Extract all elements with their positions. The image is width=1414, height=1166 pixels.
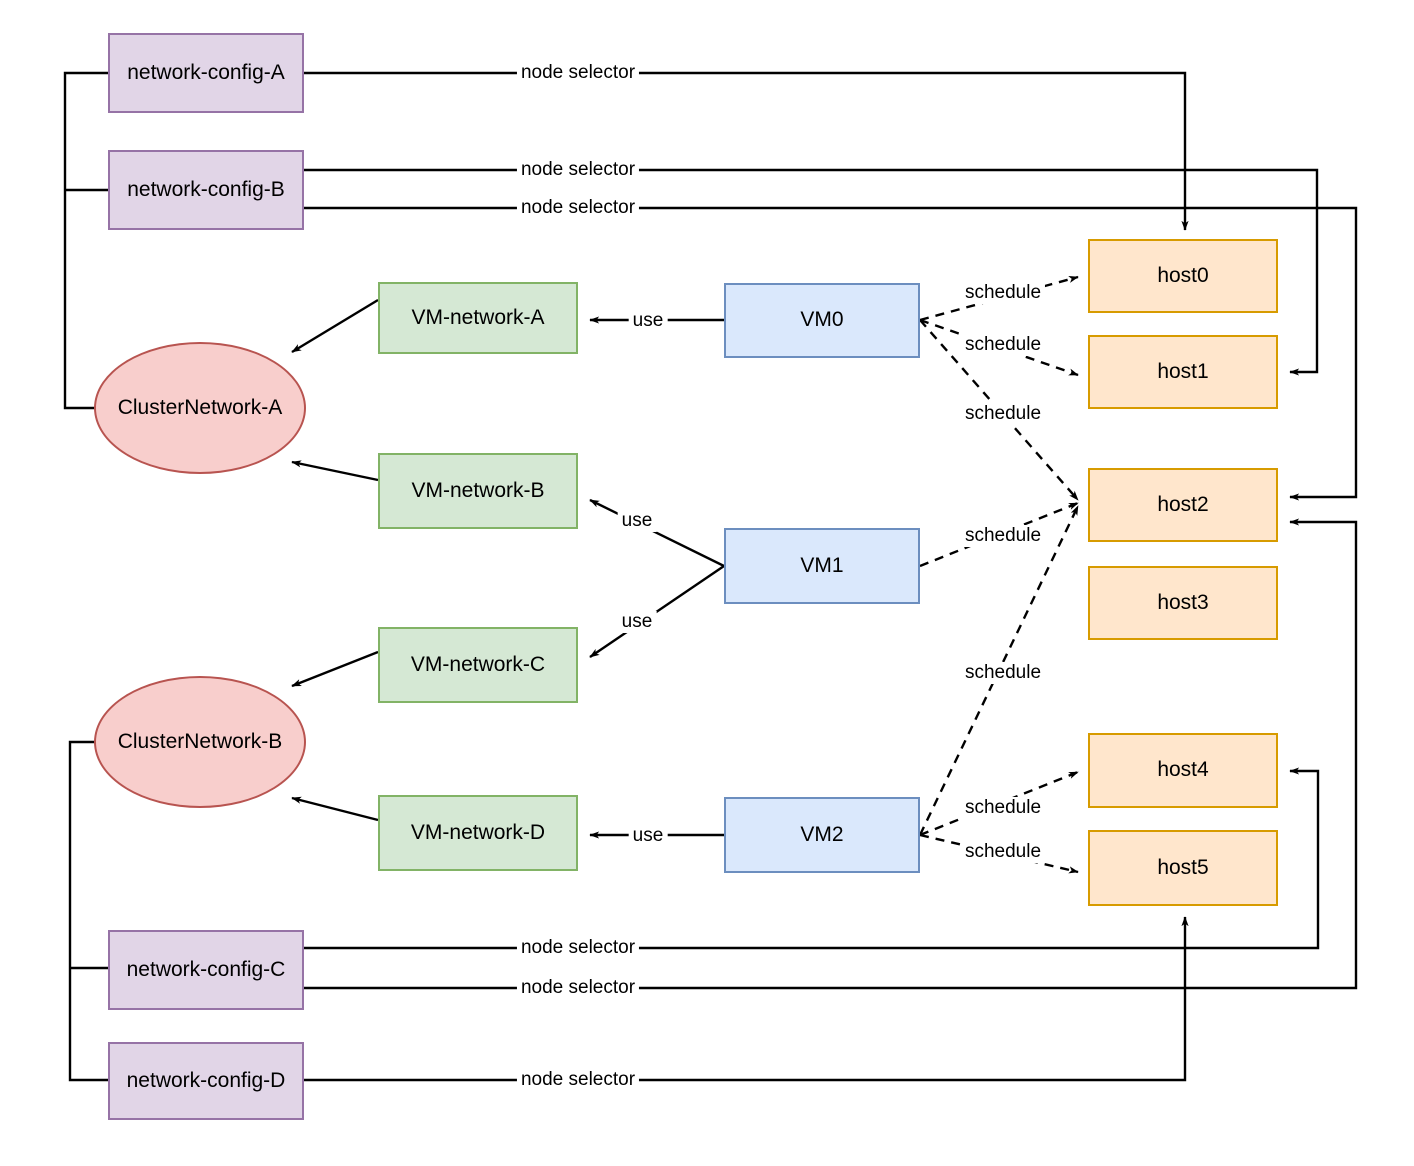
schedule-wires xyxy=(918,275,1080,874)
cluster-network-b-node[interactable]: ClusterNetwork-B xyxy=(94,676,306,808)
host3-node[interactable]: host3 xyxy=(1088,566,1278,640)
vm-network-d-node[interactable]: VM-network-D xyxy=(378,795,578,871)
network-config-a-node[interactable]: network-config-A xyxy=(108,33,304,113)
wire-cfgD-host5 xyxy=(304,916,1189,1082)
host5-label: host5 xyxy=(1157,855,1209,879)
wire-vm1-vmnetB xyxy=(589,498,725,568)
vm-network-a-node[interactable]: VM-network-A xyxy=(378,282,578,354)
edge-label-schedule-vm0-host0: schedule xyxy=(960,282,1046,304)
network-config-a-label: network-config-A xyxy=(127,60,285,84)
wire-vmnetB-clusterA xyxy=(291,460,379,482)
host5-node[interactable]: host5 xyxy=(1088,830,1278,906)
host2-label: host2 xyxy=(1157,492,1209,516)
wire-cfgC-host2 xyxy=(304,518,1358,990)
vm0-node[interactable]: VM0 xyxy=(724,283,920,358)
edge-label-node-selector-cfga-host0: node selector xyxy=(516,62,640,84)
host4-label: host4 xyxy=(1157,758,1209,782)
wire-vmnetC-clusterB xyxy=(291,650,379,688)
wire-cfgB-host1 xyxy=(304,168,1319,376)
vm-network-b-label: VM-network-B xyxy=(411,478,545,502)
edge-label-use-vm0: use xyxy=(628,310,668,332)
edge-label-schedule-vm0-host1: schedule xyxy=(960,334,1046,356)
vm-network-b-node[interactable]: VM-network-B xyxy=(378,453,578,529)
edge-label-node-selector-cfgb-host1: node selector xyxy=(516,159,640,181)
edge-label-node-selector-cfgd-host5: node selector xyxy=(516,1069,640,1091)
cluster-network-a-label: ClusterNetwork-A xyxy=(117,395,283,419)
host0-node[interactable]: host0 xyxy=(1088,239,1278,313)
host1-node[interactable]: host1 xyxy=(1088,335,1278,409)
edge-label-schedule-vm2-host2: schedule xyxy=(960,662,1046,684)
edge-label-use-vm2: use xyxy=(628,825,668,847)
host4-node[interactable]: host4 xyxy=(1088,733,1278,808)
network-config-d-label: network-config-D xyxy=(126,1068,286,1092)
cluster-network-a-node[interactable]: ClusterNetwork-A xyxy=(94,342,306,474)
vm-network-c-label: VM-network-C xyxy=(410,652,546,676)
vm1-node[interactable]: VM1 xyxy=(724,528,920,604)
network-config-c-node[interactable]: network-config-C xyxy=(108,930,304,1010)
network-config-d-node[interactable]: network-config-D xyxy=(108,1042,304,1120)
edge-label-schedule-vm1-host2: schedule xyxy=(960,525,1046,547)
wire-vm1-vmnetC xyxy=(589,565,725,658)
host3-label: host3 xyxy=(1157,590,1209,614)
cluster-network-b-label: ClusterNetwork-B xyxy=(117,729,283,753)
vm1-label: VM1 xyxy=(800,553,844,577)
vm2-label: VM2 xyxy=(800,822,844,846)
network-config-b-label: network-config-B xyxy=(127,177,285,201)
vm-network-d-label: VM-network-D xyxy=(410,820,546,844)
edge-label-schedule-vm2-host5: schedule xyxy=(960,841,1046,863)
edge-label-schedule-vm0-host2: schedule xyxy=(960,403,1046,425)
network-config-c-label: network-config-C xyxy=(126,957,286,981)
vm-network-c-node[interactable]: VM-network-C xyxy=(378,627,578,703)
host0-label: host0 xyxy=(1157,263,1209,287)
wire-cfgC-host4 xyxy=(304,767,1320,950)
host1-label: host1 xyxy=(1157,359,1209,383)
vm0-label: VM0 xyxy=(800,308,844,332)
membership-wires xyxy=(291,298,379,822)
use-wires xyxy=(589,316,725,839)
edge-label-use-vm1-b: use xyxy=(617,510,657,532)
edge-label-node-selector-cfgb-host2: node selector xyxy=(516,197,640,219)
wire-clusterA-spine xyxy=(63,71,108,410)
edge-label-node-selector-cfgc-host2: node selector xyxy=(516,977,640,999)
network-config-b-node[interactable]: network-config-B xyxy=(108,150,304,230)
wire-clusterB-spine xyxy=(68,740,108,1082)
wire-vmnetD-clusterB xyxy=(291,796,379,822)
wire-vmnetA-clusterA xyxy=(291,298,379,354)
vm2-node[interactable]: VM2 xyxy=(724,797,920,873)
vm-network-a-label: VM-network-A xyxy=(411,305,545,329)
edge-label-schedule-vm2-host4: schedule xyxy=(960,797,1046,819)
wire-cfgA-host0 xyxy=(304,71,1189,231)
wire-cfgB-host2 xyxy=(304,206,1358,501)
host2-node[interactable]: host2 xyxy=(1088,468,1278,542)
edge-label-node-selector-cfgc-host4: node selector xyxy=(516,937,640,959)
edge-label-use-vm1-c: use xyxy=(617,611,657,633)
